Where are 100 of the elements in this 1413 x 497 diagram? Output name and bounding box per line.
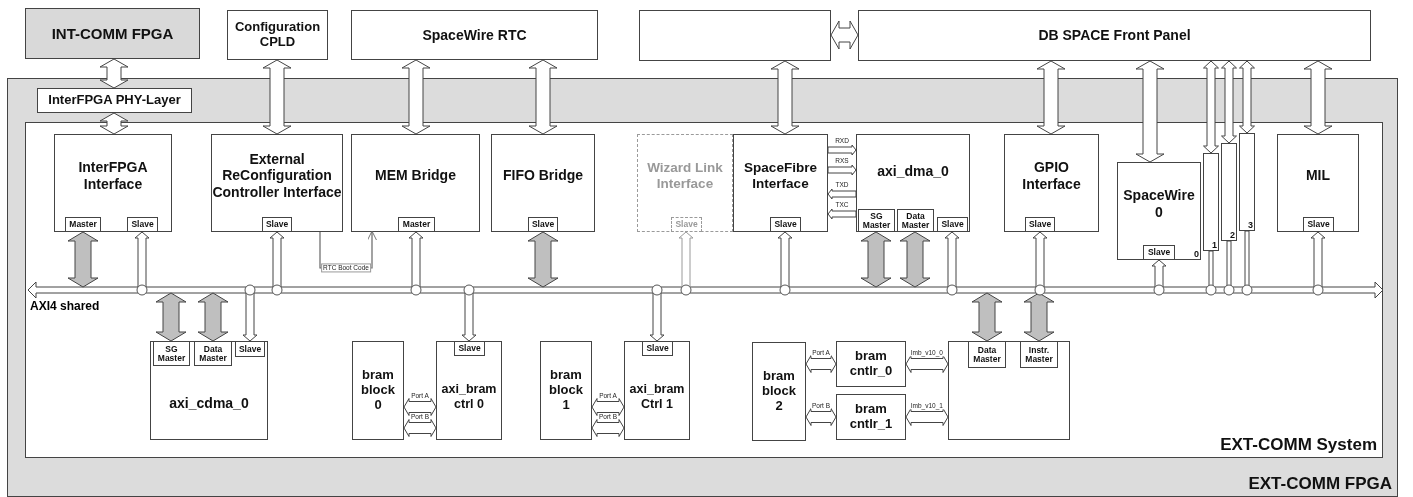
module-box — [948, 341, 1070, 440]
block-label: SpaceFibre Interface — [743, 160, 818, 191]
bus-bar — [28, 282, 1383, 298]
block-label: MIL — [1305, 167, 1331, 184]
block-label: axi_dma_0 — [877, 163, 949, 180]
module-box — [836, 341, 906, 387]
block-label: bram block 1 — [548, 368, 584, 413]
block-arrow — [777, 231, 793, 288]
module-box — [1239, 133, 1255, 231]
block-label: INT-COMM FPGA — [51, 24, 174, 43]
block-label: InterFPGA PHY-Layer — [48, 93, 181, 108]
block-arrow — [905, 408, 949, 426]
connector-line — [1226, 240, 1232, 288]
port-label: Slave — [531, 220, 555, 229]
block-label: axi_bram ctrl 0 — [440, 382, 498, 411]
port-box — [454, 341, 485, 356]
port-label: Slave — [131, 220, 154, 229]
block-arrow — [527, 231, 559, 288]
system-panel — [25, 122, 1383, 458]
block-arrow — [1135, 60, 1165, 163]
module-box — [211, 134, 343, 232]
block-label: GPIO Interface — [1021, 159, 1082, 192]
module-box — [352, 341, 404, 440]
block-arrow — [461, 292, 477, 342]
block-label: bram block 2 — [761, 369, 797, 414]
block-arrow — [1303, 60, 1333, 135]
module-box — [436, 341, 502, 440]
module-box — [54, 134, 172, 232]
layer-box — [37, 88, 192, 113]
module-box — [150, 341, 268, 440]
port-box — [127, 217, 158, 232]
block-label: InterFPGA Interface — [77, 159, 149, 192]
block-label: DB SPACE Front Panel — [1038, 27, 1191, 44]
module-box — [491, 134, 595, 232]
module-box — [1221, 143, 1237, 241]
dashed-module-box — [637, 134, 733, 232]
block-arrow — [262, 59, 292, 135]
module-box — [351, 134, 480, 232]
port-box — [937, 217, 968, 232]
block-arrow — [827, 208, 857, 220]
block-label: axi_cdma_0 — [169, 394, 249, 412]
block-arrow — [827, 144, 857, 156]
block-label: bram cntlr_1 — [848, 402, 894, 432]
block-arrow — [805, 408, 837, 426]
port-label: Slave — [675, 220, 698, 229]
panel-label: EXT-COMM System — [1220, 435, 1377, 455]
block-arrow — [1151, 259, 1167, 288]
block-arrow — [1239, 60, 1255, 134]
module-box — [836, 394, 906, 440]
port-label: Data Master — [900, 211, 931, 230]
block-label: External ReConfiguration Controller Interface — [212, 151, 342, 200]
block-arrow — [408, 231, 424, 288]
module-box — [733, 134, 828, 232]
block-arrow — [197, 292, 229, 342]
block-arrow — [134, 231, 150, 288]
corner-number: 0 — [1194, 248, 1199, 259]
port-box — [1303, 217, 1334, 232]
block-arrow — [1023, 292, 1055, 342]
block-arrow — [1032, 231, 1048, 288]
port-label: Slave — [238, 344, 262, 354]
block-arrow — [1203, 60, 1219, 154]
module-box — [540, 341, 592, 440]
block-arrow — [99, 112, 129, 135]
block-label: bram block 0 — [360, 368, 396, 413]
block-arrow — [899, 231, 931, 288]
fpga-panel — [7, 78, 1398, 497]
module-box — [752, 342, 806, 441]
panel-box — [858, 10, 1371, 61]
corner-number: 2 — [1230, 229, 1235, 240]
block-arrow — [649, 292, 665, 342]
module-box — [1203, 153, 1219, 251]
port-box — [642, 341, 673, 356]
block-arrow — [528, 59, 558, 135]
port-label: Slave — [458, 344, 481, 353]
block-arrow — [591, 398, 625, 416]
port-label: Slave — [941, 220, 964, 229]
block-arrow — [827, 164, 857, 176]
port-label: Slave — [1307, 220, 1330, 229]
block-arrow — [99, 58, 129, 89]
block-arrow — [155, 292, 187, 342]
port-label: Slave — [1147, 248, 1171, 257]
module-box — [1004, 134, 1099, 232]
chip-box — [25, 8, 200, 59]
bus-label: AXI4 shared — [30, 299, 100, 313]
port-label: Data Master — [198, 344, 228, 363]
connector-line — [1244, 230, 1250, 288]
port-label: Slave — [265, 220, 289, 229]
port-box — [1143, 245, 1175, 260]
block-label: SpaceWire RTC — [422, 26, 527, 44]
port-box — [65, 217, 101, 232]
block-label: Wizard Link Interface — [646, 160, 724, 191]
port-label: Master — [69, 220, 97, 229]
module-box — [1117, 162, 1201, 260]
port-box — [671, 217, 702, 232]
block-label: FIFO Bridge — [502, 167, 584, 184]
block-arrow — [401, 59, 431, 135]
block-label: MEM Bridge — [375, 167, 456, 184]
connector-line — [1208, 250, 1214, 288]
port-label: Instr. Master — [1024, 345, 1054, 364]
module-box — [1277, 134, 1359, 232]
